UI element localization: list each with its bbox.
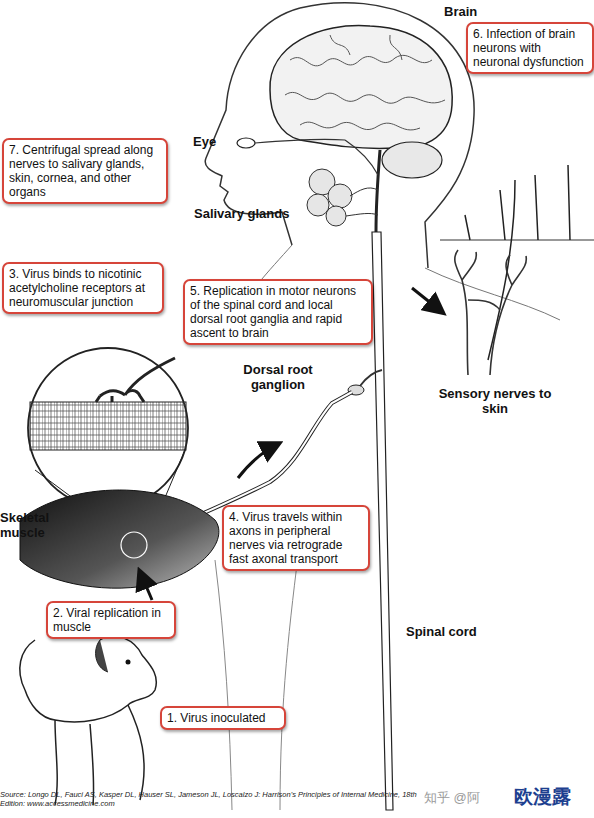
callout-text: 6. Infection of brain neurons with neuro… [473,27,587,69]
gland-lobe [326,206,346,226]
salivary-gland [307,169,352,226]
transport-arrow [238,444,278,478]
dog-ear [96,640,108,672]
cerebellum [382,142,442,178]
part-label: Spinal cord [406,624,506,639]
part-label: Sensory nerves to skin [430,386,560,416]
callout-box: 3. Virus binds to nicotinic acetylcholin… [2,262,164,314]
callout-box: 2. Viral replication in muscle [46,601,176,639]
eye-shape [237,138,255,148]
brainstem [376,150,380,232]
shoulder-outline [425,268,560,320]
gland-lobe [307,194,329,216]
dog-eye [126,660,131,665]
callout-text: 2. Viral replication in muscle [53,606,169,634]
entry-arrow [140,572,152,600]
watermark: 知乎 @阿 [424,790,514,805]
muscle-fiber-band [30,402,186,450]
gland-lobe [328,184,352,208]
callout-text: 7. Centrifugal spread along nerves to sa… [9,143,161,199]
junction-circle [121,532,147,558]
part-label: Salivary glands [194,206,324,221]
dog-tail [20,640,35,690]
hair-line [465,165,570,360]
skin-surface [440,240,594,241]
callout-text: 3. Virus binds to nicotinic acetylcholin… [9,267,157,309]
callout-box: 4. Virus travels within axons in periphe… [222,505,370,571]
part-label: Dorsal root ganglion [228,362,328,392]
brain-outline [270,26,452,149]
leg-outline [215,540,300,810]
nerve-root [360,370,382,386]
part-label: Eye [193,134,233,149]
spinal-cord [372,232,393,810]
callout-text: 4. Virus travels within axons in periphe… [229,510,363,566]
callout-box: 5. Replication in motor neurons of the s… [183,279,373,345]
nerve-terminal [96,358,175,402]
watermark: 欧漫露 [514,786,594,808]
callout-box: 6. Infection of brain neurons with neuro… [466,22,594,74]
part-label: Brain [444,4,504,19]
skeletal-muscle [20,490,219,588]
magnifier-circle [28,348,188,508]
brain-gyri [285,35,445,130]
part-label: Skeletal muscle [0,510,70,540]
source-note: Source: Longo DL, Fauci AS, Kasper DL, H… [0,790,420,808]
callout-text: 1. Virus inoculated [167,711,279,725]
callout-box: 7. Centrifugal spread along nerves to sa… [2,138,168,204]
dog-outline [25,636,156,805]
spread-arrow [412,288,442,312]
sensory-nerve [455,250,527,375]
callout-text: 5. Replication in motor neurons of the s… [190,284,366,340]
callout-box: 1. Virus inoculated [160,706,286,730]
gland-nerve [346,188,378,216]
optic-nerve [255,139,378,175]
